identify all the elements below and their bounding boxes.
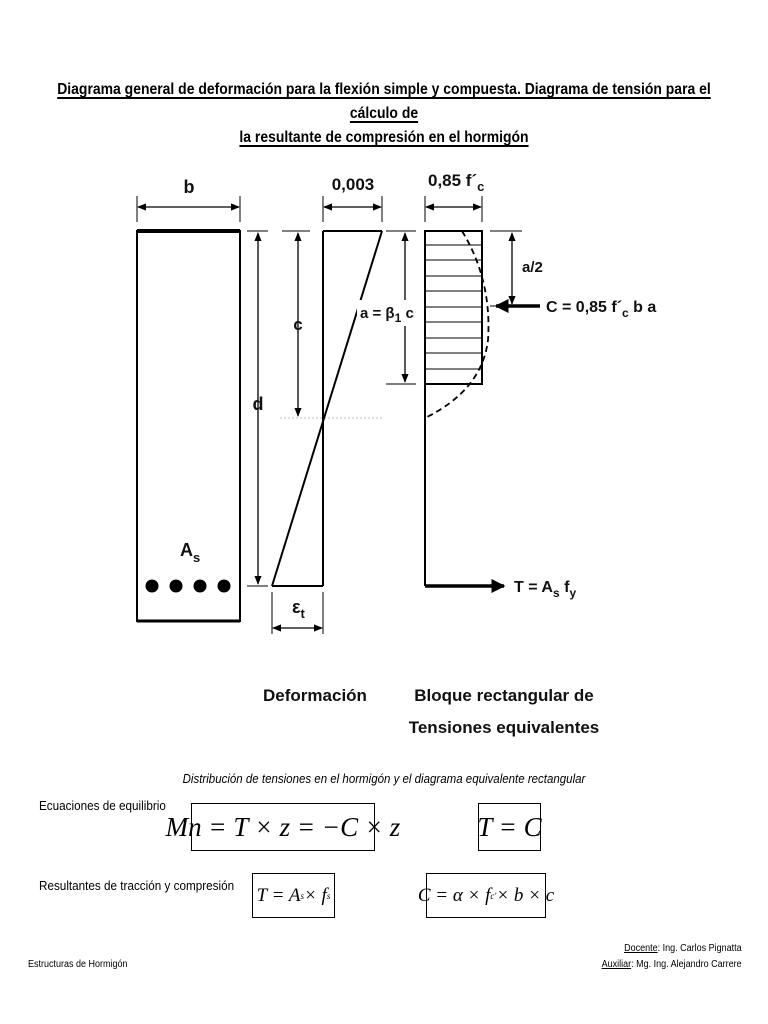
tension-arrow: T = As fy (425, 579, 576, 600)
dimension-strain-top: 0,003 (322, 175, 383, 222)
title-line-1: Diagrama general de deformación para la … (57, 81, 711, 122)
dimension-eps-t: εt (271, 592, 324, 634)
label-fc: 0,85 f´c (428, 171, 484, 194)
dimension-c: c (280, 230, 384, 419)
strain-diagram (271, 230, 383, 587)
label-strain: 0,003 (332, 175, 375, 194)
dimension-b: b (136, 177, 241, 222)
page-title: Diagrama general de deformación para la … (56, 78, 711, 150)
dimension-a: a = β1 c (357, 230, 421, 385)
flexure-diagram: b d c 0,003 εt a = β (136, 171, 656, 737)
compression-arrow: C = 0,85 f´c b a (494, 299, 656, 320)
label-C: C = 0,85 f´c b a (546, 299, 656, 320)
label-resultantes: Resultantes de tracción y compresión (39, 878, 235, 893)
label-deformacion: Deformación (263, 686, 367, 705)
label-bloque-2: Tensiones equivalentes (409, 718, 600, 737)
stress-block (424, 230, 490, 586)
label-a-beta: a = β1 c (360, 305, 414, 325)
label-c: c (293, 315, 302, 334)
label-As: As (180, 540, 200, 565)
beam-section (136, 229, 241, 623)
label-bloque-1: Bloque rectangular de (414, 686, 593, 705)
label-equilibrio: Ecuaciones de equilibrio (39, 798, 166, 813)
equation-tc: T = C (477, 803, 542, 851)
label-a-half: a/2 (522, 259, 543, 276)
dimension-fc: 0,85 f´c (424, 171, 484, 222)
footer-course: Estructuras de Hormigón (28, 959, 128, 970)
title-line-2: la resultante de compresión en el hormig… (239, 129, 529, 146)
rebar-dots (145, 579, 231, 593)
figure-caption: Distribución de tensiones en el hormigón… (182, 772, 586, 786)
dimension-a-half: a/2 (490, 230, 543, 307)
footer-auxiliar: Auxiliar: Mg. Ing. Alejandro Carrere (601, 959, 742, 970)
dimension-d: d (247, 230, 268, 587)
label-T: T = As fy (514, 579, 576, 600)
label-eps: εt (292, 597, 306, 621)
equation-mn: Mn = T × z = −C × z (166, 803, 400, 851)
footer-docente: Docente: Ing. Carlos Pignatta (624, 943, 742, 954)
label-b: b (184, 177, 195, 197)
label-d: d (253, 394, 264, 414)
